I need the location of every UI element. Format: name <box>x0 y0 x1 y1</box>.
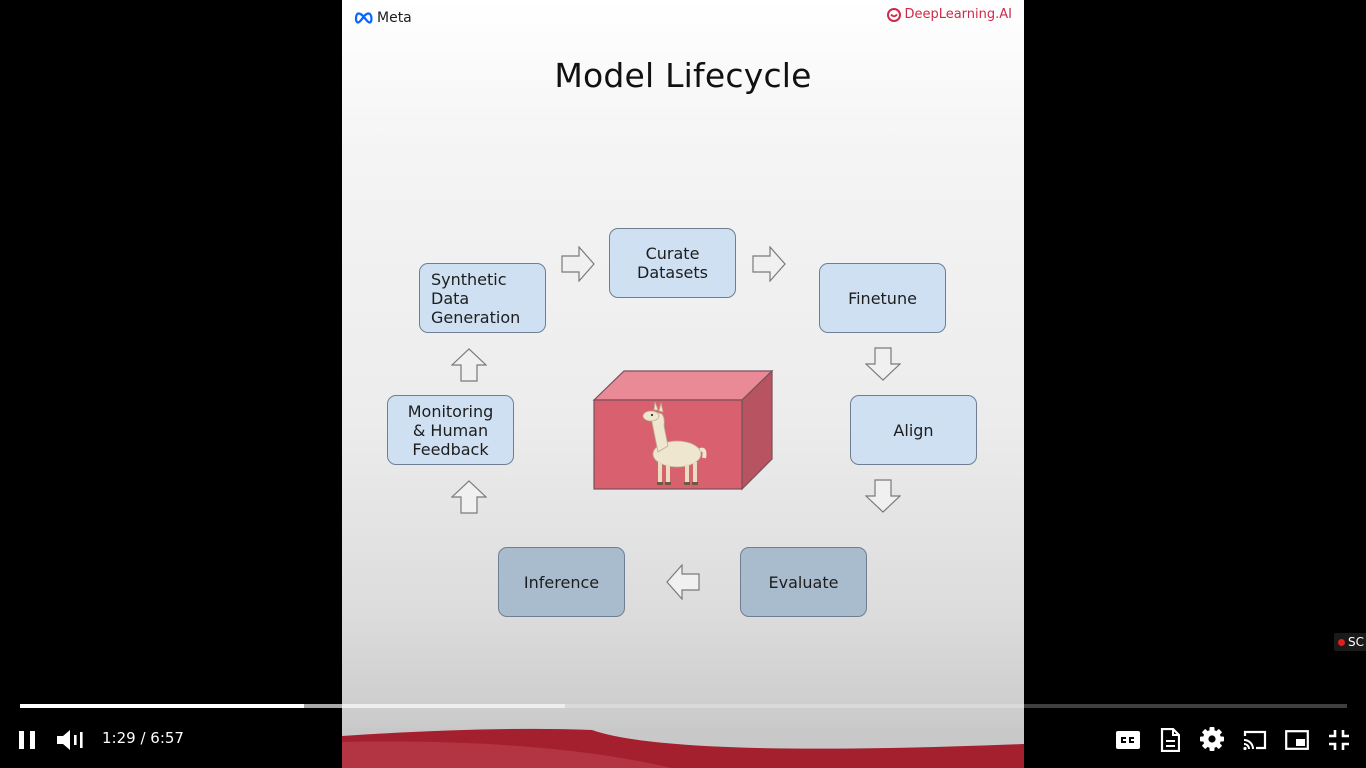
llama-icon <box>642 401 707 485</box>
captions-button[interactable] <box>1114 726 1142 754</box>
meta-infinity-icon <box>354 12 373 24</box>
meta-logo-text: Meta <box>377 10 412 26</box>
deeplearning-logo: DeepLearning.AI <box>887 7 1012 22</box>
arrow-up-icon <box>451 348 487 382</box>
captions-icon <box>1116 731 1140 749</box>
current-time: 1:29 <box>102 729 136 747</box>
step-inference: Inference <box>498 547 625 617</box>
settings-button[interactable] <box>1198 725 1226 753</box>
arrow-left-icon <box>666 564 700 600</box>
step-label: Evaluate <box>768 572 839 592</box>
red-dot-icon <box>1338 638 1345 646</box>
meta-logo: Meta <box>354 10 412 26</box>
cast-icon <box>1243 730 1267 751</box>
pause-button[interactable] <box>14 726 40 754</box>
duration: 6:57 <box>150 729 184 747</box>
llama-model-cube <box>592 370 774 491</box>
step-synthetic-data-generation: Synthetic Data Generation <box>419 263 546 333</box>
arrow-up-icon <box>451 480 487 514</box>
cast-button[interactable] <box>1241 726 1269 754</box>
arrow-right-icon <box>561 246 595 282</box>
progress-bar[interactable] <box>20 704 1347 708</box>
slide-footer-wave <box>342 728 1024 768</box>
step-align: Align <box>850 395 977 465</box>
step-finetune: Finetune <box>819 263 946 333</box>
slide-title: Model Lifecycle <box>554 56 812 95</box>
settings-gear-icon <box>1200 727 1224 751</box>
recording-badge-text: SC <box>1348 635 1364 649</box>
step-monitoring-human-feedback: Monitoring & Human Feedback <box>387 395 514 465</box>
step-label: Synthetic Data Generation <box>431 269 521 327</box>
arrow-down-icon <box>865 347 901 381</box>
step-label: Finetune <box>848 288 917 308</box>
progress-played <box>20 704 304 708</box>
volume-icon <box>57 730 83 750</box>
step-evaluate: Evaluate <box>740 547 867 617</box>
miniplayer-button[interactable] <box>1283 726 1311 754</box>
miniplayer-icon <box>1285 730 1309 750</box>
exit-fullscreen-button[interactable] <box>1325 726 1353 754</box>
step-label: Monitoring & Human Feedback <box>407 401 494 459</box>
arrow-right-icon <box>752 246 786 282</box>
time-separator: / <box>135 729 151 747</box>
step-label: Curate Datasets <box>637 244 708 282</box>
exit-fullscreen-icon <box>1329 730 1349 750</box>
transcript-button[interactable] <box>1157 726 1183 754</box>
transcript-icon <box>1160 728 1180 752</box>
video-frame[interactable]: Meta DeepLearning.AI Model Lifecycle Cur… <box>342 0 1024 768</box>
pause-icon <box>19 731 35 749</box>
deeplearning-mark-icon <box>887 7 902 22</box>
time-display: 1:29 / 6:57 <box>102 729 184 747</box>
deeplearning-logo-text: DeepLearning.AI <box>904 7 1012 22</box>
step-label: Align <box>893 420 934 440</box>
recording-badge[interactable]: SC <box>1334 633 1366 651</box>
step-curate-datasets: Curate Datasets <box>609 228 736 298</box>
step-label: Inference <box>523 572 600 592</box>
mute-button[interactable] <box>54 726 86 754</box>
arrow-down-icon <box>865 479 901 513</box>
